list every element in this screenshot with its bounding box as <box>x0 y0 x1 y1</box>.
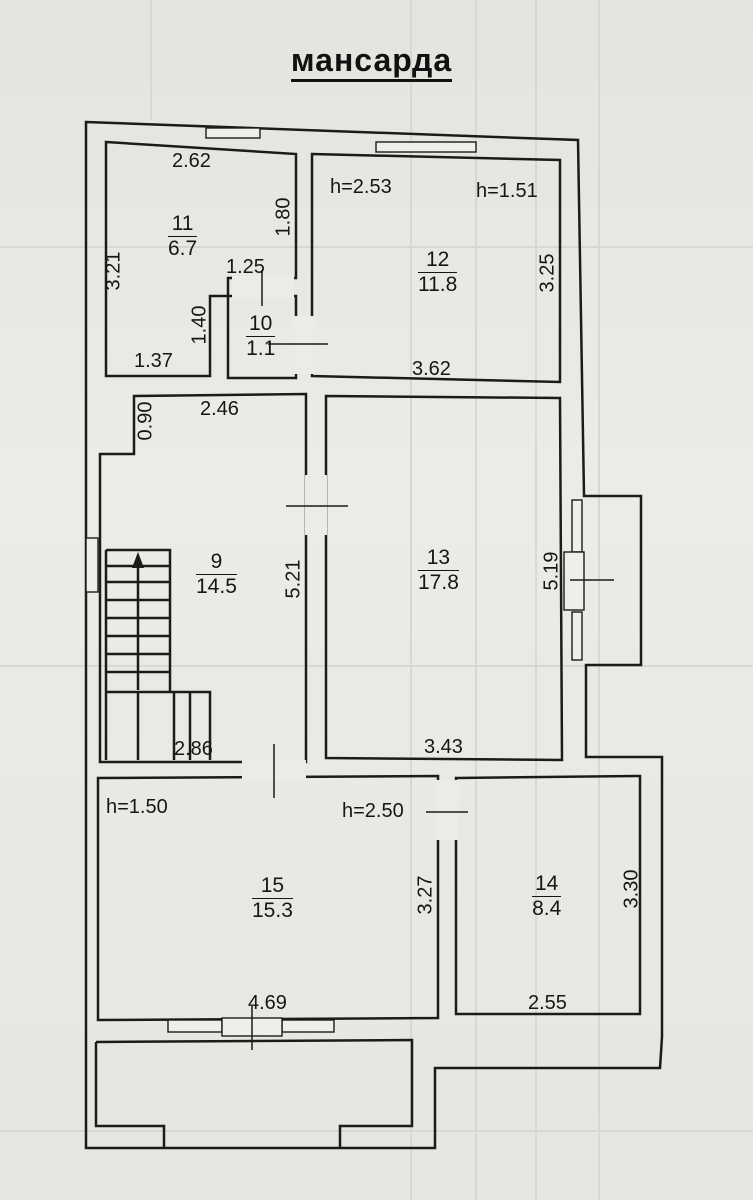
dimension-label: 3.21 <box>102 251 125 291</box>
dimension-label: 1.40 <box>188 305 211 345</box>
room-14-outline <box>454 774 642 1016</box>
door-gap-15-14 <box>436 780 458 840</box>
room-area: 15.3 <box>252 899 293 922</box>
room-number: 12 <box>418 248 458 273</box>
dimension-label: 3.43 <box>424 736 463 758</box>
room-12-label: 12 11.8 <box>418 248 458 297</box>
dimension-label: 2.86 <box>174 738 213 760</box>
room-15-outline <box>96 774 440 1022</box>
room-number: 13 <box>418 546 459 571</box>
room-number: 15 <box>252 874 293 899</box>
page-title: мансарда <box>0 42 743 82</box>
dimension-label: 1.37 <box>134 350 173 372</box>
arrow-up-icon <box>132 552 144 568</box>
room-area: 6.7 <box>168 237 198 260</box>
window-room13-a <box>571 499 583 553</box>
dimension-label: 2.46 <box>200 398 239 420</box>
dimension-label: 0.90 <box>134 401 157 441</box>
porch-outline <box>94 1038 414 1148</box>
dimension-label: 5.21 <box>282 559 305 599</box>
window-room9 <box>85 537 99 593</box>
room-10-label: 10 1.1 <box>246 312 276 361</box>
room-13-outline <box>324 394 564 762</box>
page-title-text: мансарда <box>290 42 453 82</box>
room-9-outline <box>98 392 308 764</box>
outer-wall <box>84 120 664 1150</box>
dimension-label: 1.25 <box>226 256 265 278</box>
room-area: 17.8 <box>418 571 459 594</box>
room-area: 14.5 <box>196 575 237 598</box>
room-12-outline <box>310 152 562 384</box>
room-15-label: 15 15.3 <box>252 874 293 923</box>
room-number: 9 <box>196 550 237 575</box>
dimension-label: 2.62 <box>172 150 211 172</box>
dimension-label: 3.62 <box>412 358 451 380</box>
room-number: 11 <box>168 212 198 237</box>
dimension-label: 3.25 <box>536 253 559 293</box>
room-area: 11.8 <box>418 273 458 296</box>
height-label: h=1.50 <box>106 796 168 818</box>
room-number: 10 <box>246 312 276 337</box>
dimension-label: 2.55 <box>528 992 567 1014</box>
room-11-label: 11 6.7 <box>168 212 198 261</box>
dimension-label: 3.27 <box>414 875 437 915</box>
window-room11 <box>205 127 261 139</box>
room-area: 8.4 <box>532 897 562 920</box>
height-label: h=2.53 <box>330 176 392 198</box>
door-gap-9-13 <box>305 475 327 535</box>
dimension-label: 3.30 <box>620 869 643 909</box>
dimension-label: 1.80 <box>272 197 295 237</box>
window-room15-a <box>167 1019 223 1033</box>
room-13-label: 13 17.8 <box>418 546 459 595</box>
door-gap-10-11 <box>232 276 294 298</box>
height-label: h=1.51 <box>476 180 538 202</box>
staircase <box>104 548 212 760</box>
window-room15-b <box>281 1019 335 1033</box>
dimension-label: 5.19 <box>540 551 563 591</box>
window-room13-b <box>571 611 583 661</box>
room-number: 14 <box>532 872 562 897</box>
height-label: h=2.50 <box>342 800 404 822</box>
room-9-label: 9 14.5 <box>196 550 237 599</box>
window-room12 <box>375 141 477 153</box>
dimension-label: 4.69 <box>248 992 287 1014</box>
door-gap-10-12 <box>294 316 314 374</box>
door-room13-balcony <box>563 551 585 611</box>
room-area: 1.1 <box>246 337 276 360</box>
room-14-label: 14 8.4 <box>532 872 562 921</box>
